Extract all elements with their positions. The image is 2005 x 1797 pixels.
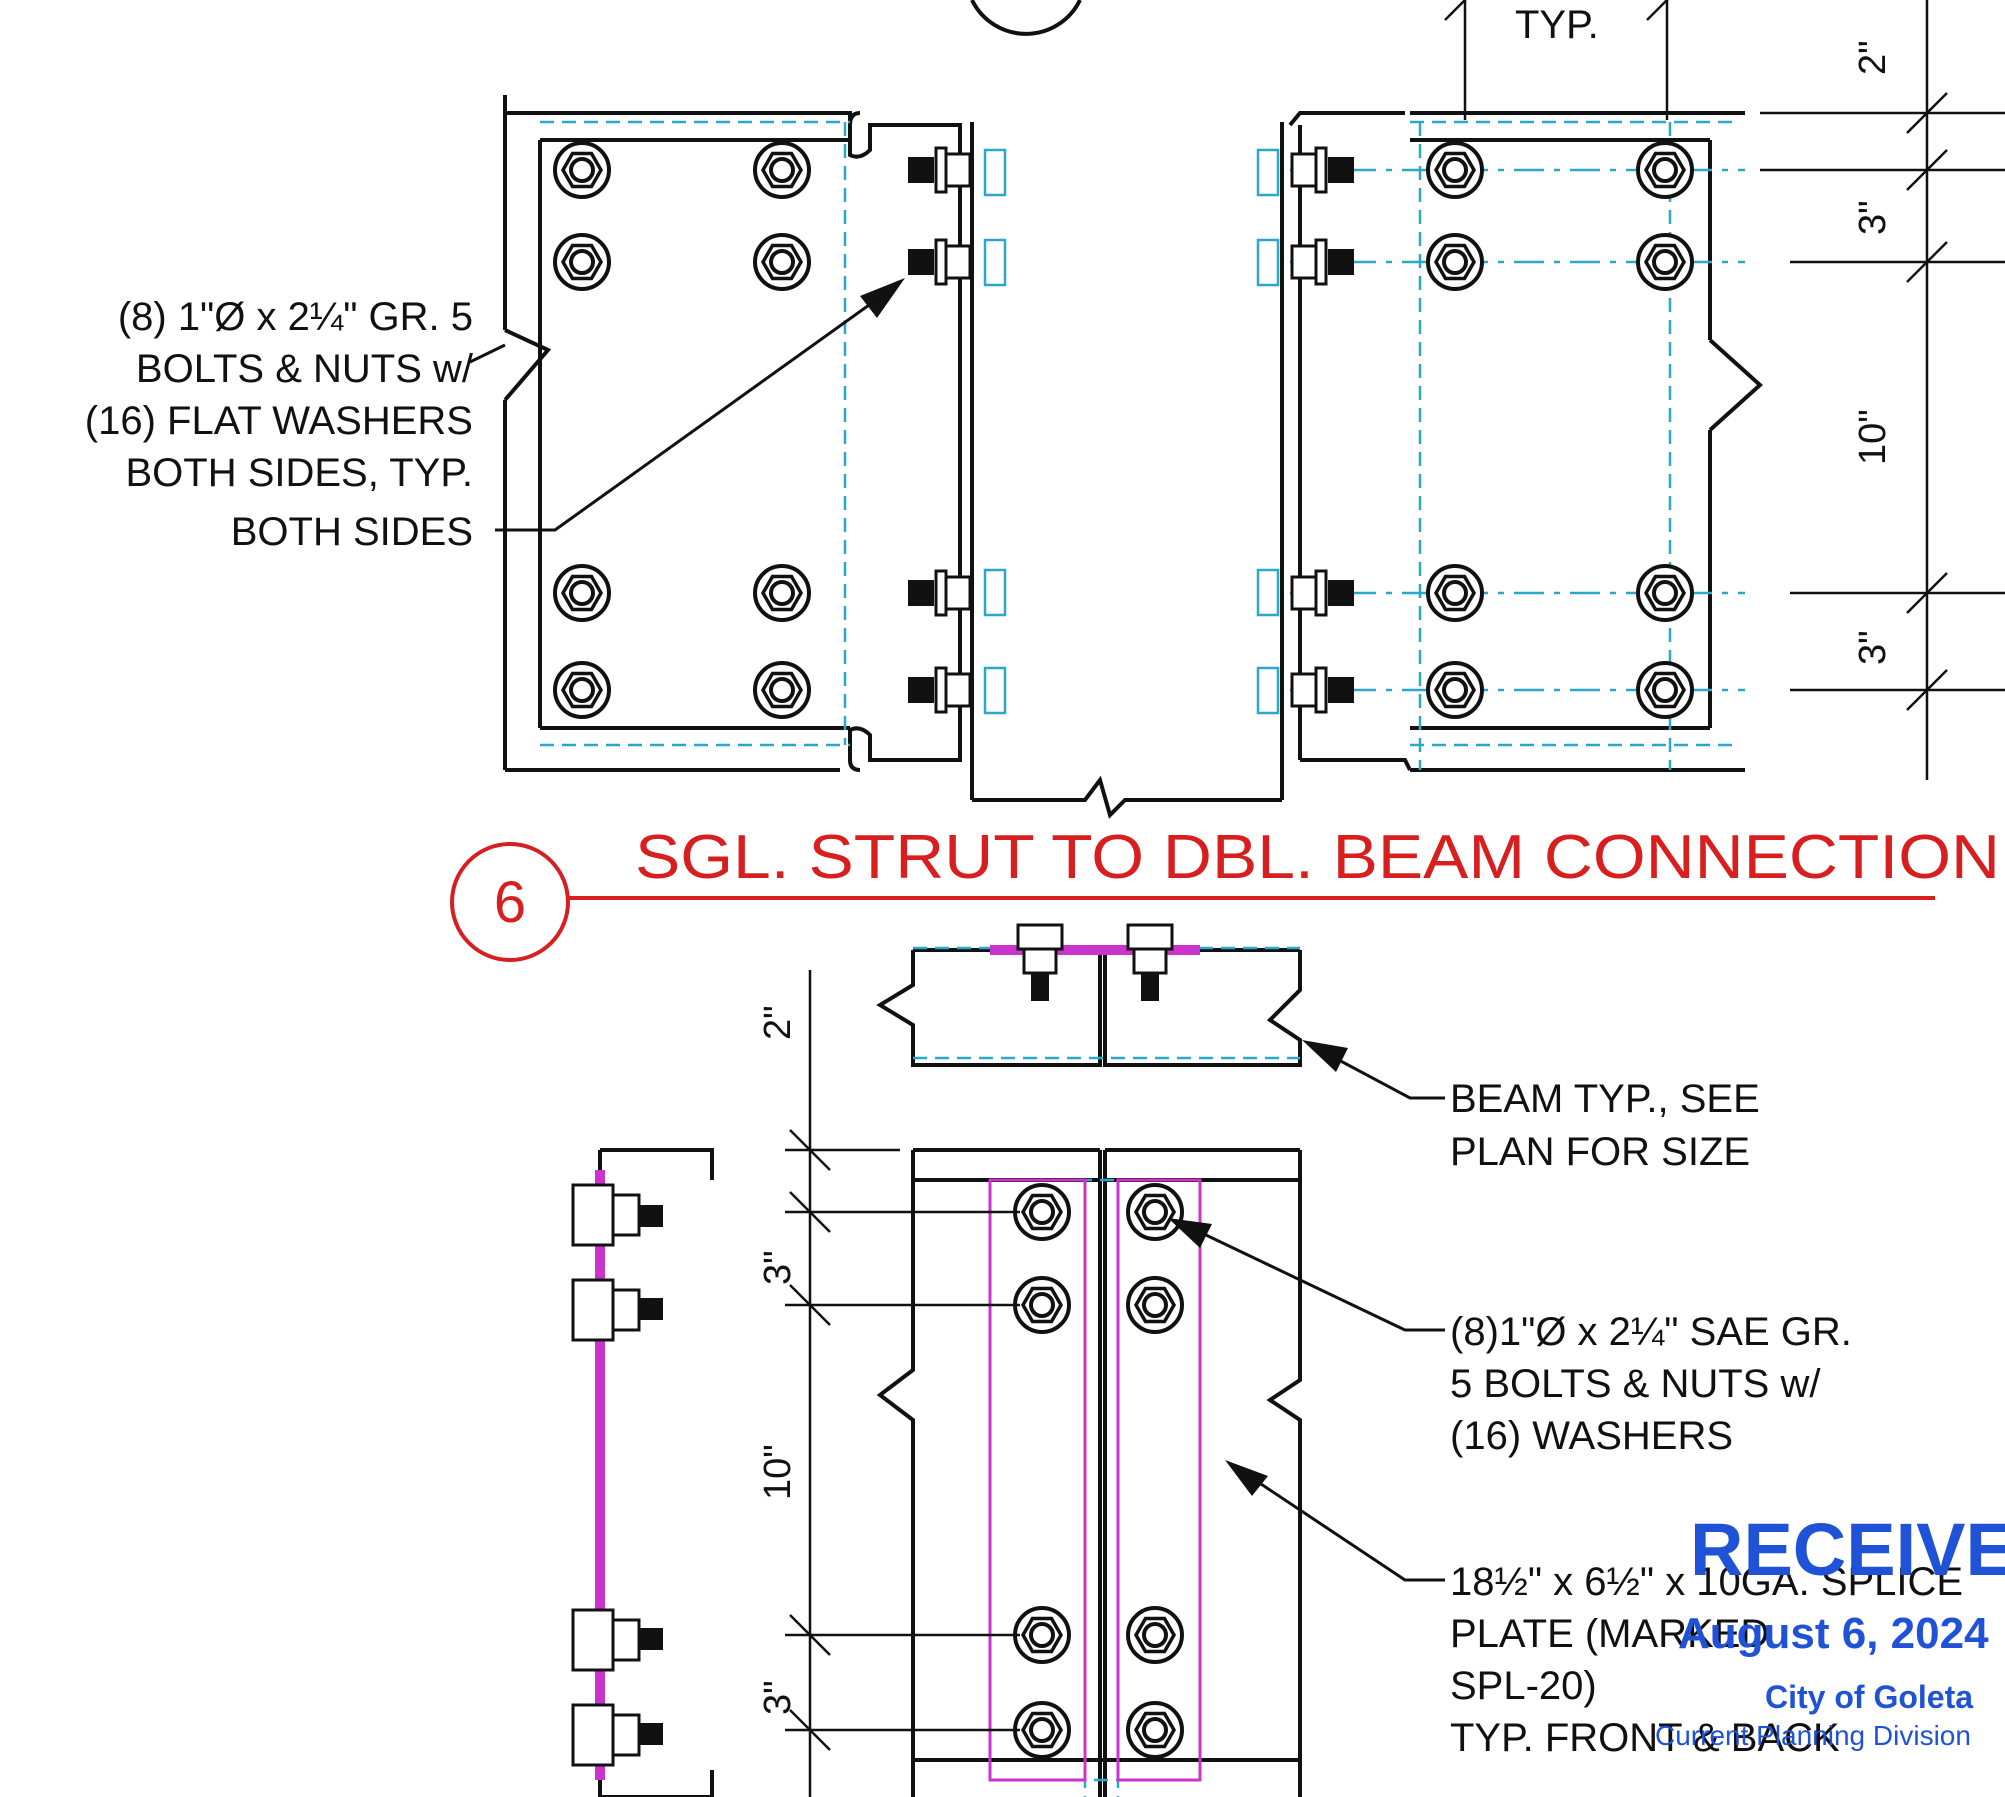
top-side-bolts: [906, 146, 1356, 714]
received-stamp: RECEIVED August 6, 2024 City of Goleta C…: [1655, 1508, 2005, 1751]
stamp-date: August 6, 2024: [1678, 1609, 1989, 1658]
dim-3in-top: 3": [1852, 200, 1894, 235]
top-bolt-leader: [469, 288, 891, 532]
top-bolt-note-line2: BOLTS & NUTS w/: [136, 347, 474, 391]
plate-note-line1: 18½" x 6½" x 10GA. SPLICE: [1450, 1560, 1963, 1604]
plate-note-line4: TYP. FRONT & BACK: [1450, 1716, 1840, 1760]
plate-note-line3: SPL-20): [1450, 1664, 1597, 1708]
dim-10in-bottom: 10": [757, 1444, 799, 1500]
stamp-received: RECEIVED: [1690, 1508, 2005, 1591]
bottom-leaders: [1184, 1048, 1445, 1582]
top-bolt-note-line4: BOTH SIDES, TYP.: [125, 451, 473, 495]
dim-2in-top: 2": [1852, 40, 1894, 75]
bottom-dimension-lines: [785, 970, 1020, 1797]
top-leader-arrowhead: [860, 278, 905, 318]
dim-3in-top-2: 3": [1852, 630, 1894, 665]
dim-10in-top: 10": [1852, 409, 1894, 465]
center-strut: [970, 122, 1284, 819]
top-left-bolts: [553, 141, 811, 719]
bottom-beams-elevation: [876, 1148, 1302, 1797]
beam-leader-arrowhead: [1302, 1040, 1348, 1072]
beam-note-line2: PLAN FOR SIZE: [1450, 1130, 1750, 1174]
stamp-city: City of Goleta: [1765, 1679, 1973, 1715]
plan-bolts: [1016, 923, 1174, 1003]
detail-title-text: SGL. STRUT TO DBL. BEAM CONNECTION: [635, 823, 2000, 892]
top-bolt-note: (8) 1"Ø x 2¼" GR. 5 BOLTS & NUTS w/ (16)…: [85, 295, 474, 554]
callout-circle-partial: [970, 0, 1082, 36]
left-beam-hidden: [540, 120, 850, 747]
beam-note-line1: BEAM TYP., SEE: [1450, 1077, 1760, 1121]
bottom-beams-plan: [876, 948, 1302, 1067]
dim-3in-bottom-2: 3": [757, 1680, 799, 1715]
right-beam: [1288, 111, 1763, 772]
side-section: [571, 1148, 714, 1797]
bottom-bolt-note-line2: 5 BOLTS & NUTS w/: [1450, 1362, 1821, 1406]
detail-title: 6 SGL. STRUT TO DBL. BEAM CONNECTION: [450, 823, 2000, 962]
splice-plate-right: [1116, 1178, 1202, 1782]
dim-2in-bottom: 2": [757, 1005, 799, 1040]
dim-3in-bottom: 3": [757, 1250, 799, 1285]
splice-plate-left: [988, 1178, 1087, 1782]
top-bolt-note-line3: (16) FLAT WASHERS: [85, 399, 473, 443]
detail-number: 6: [494, 870, 526, 935]
plate-note: 18½" x 6½" x 10GA. SPLICE PLATE (MARKED …: [1450, 1560, 1963, 1760]
left-beam: [503, 95, 962, 772]
top-bolt-note-line5: BOTH SIDES: [231, 510, 473, 554]
strut-hidden: [983, 148, 1280, 715]
plate-plan: [990, 945, 1200, 955]
stamp-division: Current Planning Division: [1655, 1720, 1971, 1751]
bolt-leader-arrowhead: [1168, 1218, 1212, 1248]
top-detail: TYP. 2" 3" 10" 3" (8) 1"Ø x 2¼" GR. 5 BO…: [85, 0, 2005, 819]
bottom-detail: 2" 3" 10" 3" BEAM TYP., SEE PLAN FOR SIZ…: [571, 923, 1963, 1797]
plate-leader-arrowhead: [1225, 1460, 1268, 1496]
top-right-bolts: [1426, 141, 1694, 719]
detail-number-circle: [450, 842, 570, 962]
beam-note: BEAM TYP., SEE PLAN FOR SIZE: [1450, 1077, 1760, 1174]
bottom-bolt-note: (8)1"Ø x 2¼" SAE GR. 5 BOLTS & NUTS w/ (…: [1450, 1310, 1852, 1458]
typ-label: TYP.: [1515, 3, 1599, 47]
top-bolt-note-line1: (8) 1"Ø x 2¼" GR. 5: [118, 295, 473, 339]
plate-note-line2: PLATE (MARKED: [1450, 1612, 1769, 1656]
bottom-bolt-note-line3: (16) WASHERS: [1450, 1414, 1733, 1458]
top-dimension-lines: [1444, 0, 2005, 780]
bottom-bolt-note-line1: (8)1"Ø x 2¼" SAE GR.: [1450, 1310, 1852, 1354]
